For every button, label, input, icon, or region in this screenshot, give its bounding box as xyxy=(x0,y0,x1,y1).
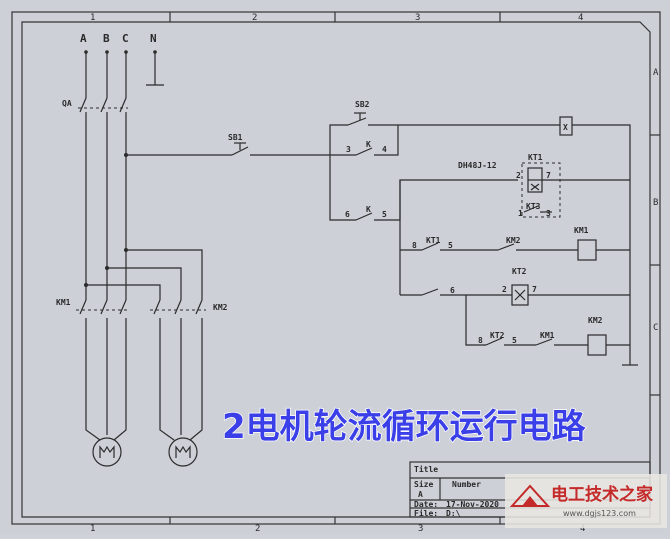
km1-main-contacts xyxy=(76,299,128,315)
motor-1-symbol xyxy=(92,437,122,467)
title-block-date: Date: xyxy=(414,500,438,509)
outer-border xyxy=(11,11,661,525)
inner-border xyxy=(21,21,651,518)
km1-coil-label: KM1 xyxy=(574,226,589,235)
sb2-label: SB2 xyxy=(355,100,370,109)
watermark: 电工技术之家 www.dgjs123.com xyxy=(505,474,667,528)
title-block-title: Title xyxy=(414,464,438,474)
sb1-label: SB1 xyxy=(228,133,243,142)
km1-main-label: KM1 xyxy=(56,298,71,307)
km2-feed-a xyxy=(86,284,161,300)
kt2-timer-branch xyxy=(400,284,630,306)
title-block-size: Size xyxy=(414,479,433,489)
title-block-date-value: 17-Nov-2020 xyxy=(446,500,499,509)
relay-model-label: DH48J-12 xyxy=(458,161,497,170)
zone-top-1: 1 xyxy=(90,13,95,23)
phase-c-label: C xyxy=(122,32,129,45)
diagram-caption: 2电机轮流循环运行电路 xyxy=(222,407,587,447)
phase-a-label: A xyxy=(80,32,87,45)
km2-coil-label: KM2 xyxy=(588,316,603,325)
zone-bottom-1: 1 xyxy=(90,524,95,534)
zone-right-b: B xyxy=(653,198,658,208)
zone-right-c: C xyxy=(653,323,658,333)
pin-6: 6 xyxy=(345,210,350,219)
x-coil xyxy=(559,116,573,136)
pin-5: 5 xyxy=(382,210,387,219)
km2-main-contacts xyxy=(150,299,206,315)
motor2-leads xyxy=(159,318,203,441)
motor1-leads xyxy=(85,318,127,441)
phase-n-label: N xyxy=(150,32,157,45)
k-label-2: K xyxy=(366,205,371,214)
junction-dot xyxy=(84,283,88,287)
qa-label: QA xyxy=(62,99,72,108)
qa-breaker xyxy=(78,97,128,113)
km2-feed-c xyxy=(126,249,203,300)
junction-dot xyxy=(105,266,109,270)
title-block-file: File: xyxy=(414,508,438,518)
pin-2: 2 xyxy=(516,171,521,180)
pin-4: 4 xyxy=(382,145,387,154)
zone-bottom-2: 2 xyxy=(255,524,260,534)
zone-right-a: A xyxy=(653,68,659,78)
watermark-url: www.dgjs123.com xyxy=(563,509,636,518)
km2-feed-b xyxy=(107,267,182,300)
title-block-size-value: A xyxy=(418,490,423,499)
sb2-switch xyxy=(329,112,560,155)
phase-b-label: B xyxy=(103,32,110,45)
pin-5b: 5 xyxy=(448,241,453,250)
pin-1: 1 xyxy=(518,209,523,218)
kt3-label: KT3 xyxy=(526,202,541,211)
km2-main-label: KM2 xyxy=(213,303,228,312)
km1-contact-label: KM1 xyxy=(540,331,555,340)
pin-3b: 3 xyxy=(546,209,551,218)
pin-6b: 6 xyxy=(450,286,455,295)
zone-top-2: 2 xyxy=(252,13,257,23)
k-holding-contact xyxy=(330,125,399,156)
watermark-logo-icon xyxy=(509,484,551,507)
pin-7: 7 xyxy=(546,171,551,180)
kt1-timer-coil xyxy=(521,162,630,218)
kt2-label: KT2 xyxy=(512,267,527,276)
pin-8b: 8 xyxy=(478,336,483,345)
title-block-file-value: D:\ xyxy=(446,509,461,518)
motor-2-symbol xyxy=(168,437,198,467)
right-return-rail xyxy=(572,124,631,365)
km1-coil-branch xyxy=(400,239,630,261)
km2-coil-branch xyxy=(465,295,630,356)
sb1-switch xyxy=(231,142,330,156)
junction-dot xyxy=(124,153,128,157)
watermark-name: 电工技术之家 xyxy=(551,484,653,505)
pin-8: 8 xyxy=(412,241,417,250)
title-block-number: Number xyxy=(452,480,481,489)
kt3-contact xyxy=(523,205,552,213)
kt1-contact-label: KT1 xyxy=(426,236,441,245)
k-label-1: K xyxy=(366,140,371,149)
zone-top-4: 4 xyxy=(578,13,583,23)
pin-5c: 5 xyxy=(512,336,517,345)
zone-top-3: 3 xyxy=(415,13,420,23)
kt1-label: KT1 xyxy=(528,153,543,162)
junction-dot xyxy=(124,248,128,252)
pin-3: 3 xyxy=(346,145,351,154)
pin-7b: 7 xyxy=(532,285,537,294)
x-label: X xyxy=(563,123,568,132)
pin-2b: 2 xyxy=(502,285,507,294)
km2-contact-label: KM2 xyxy=(506,236,521,245)
zone-bottom-4: 4 xyxy=(580,524,585,534)
kt2-contact-label: KT2 xyxy=(490,331,505,340)
zone-bottom-3: 3 xyxy=(418,524,423,534)
